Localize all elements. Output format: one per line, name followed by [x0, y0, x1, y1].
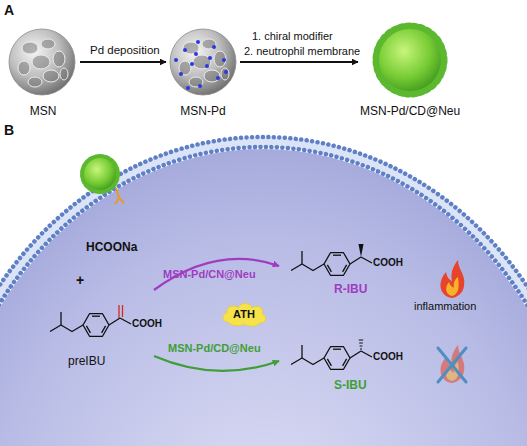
membrane-heads — [0, 147, 527, 446]
particle-name: MSN-Pd — [168, 104, 238, 118]
process-label: ATH — [220, 308, 268, 321]
docked-particle — [83, 157, 124, 204]
molecule-node: COOH preIBU — [28, 280, 164, 372]
reaction-arrow — [240, 61, 358, 63]
particle-node: MSN-Pd/CD@Neu — [360, 28, 460, 120]
pd-dots — [174, 40, 228, 90]
step-note: 2. neutrophil membrane — [244, 45, 360, 58]
reaction-arrow — [80, 61, 166, 63]
msn-sphere — [9, 29, 75, 95]
step-note: 1. chiral modifier — [252, 30, 333, 43]
reagent-name: HCOONa — [86, 240, 137, 254]
particle-node: MSN — [8, 28, 78, 120]
catalysis-cloud: ATH — [220, 300, 268, 328]
neutrophil-coated-sphere — [377, 27, 443, 93]
molecule-label: R-IBU — [334, 282, 367, 296]
atom-group: COOH — [373, 351, 403, 363]
atom-group: COOH — [132, 318, 162, 330]
arrow-label: MSN-Pd/CN@Neu — [163, 268, 256, 281]
effect-note: inflammation — [414, 300, 476, 313]
s-ibu-structure — [291, 340, 372, 369]
reaction-arrow — [154, 356, 279, 371]
plus-sign: + — [76, 272, 84, 289]
particle-name: MSN-Pd/CD@Neu — [360, 104, 460, 118]
molecule-node: COOH R-IBU — [282, 232, 422, 300]
particle-node: MSN-Pd — [168, 28, 238, 120]
preibu-structure — [50, 305, 131, 336]
atom-group: COOH — [373, 257, 403, 269]
molecule-label: preIBU — [68, 354, 105, 368]
reaction-arrow — [154, 259, 279, 290]
crossed-flame — [438, 345, 466, 383]
r-ibu-structure — [291, 244, 372, 275]
panel-letter: B — [4, 122, 14, 139]
membrane-heads — [0, 137, 527, 446]
msn-pd-sphere — [170, 29, 236, 95]
panel-letter: A — [4, 2, 14, 19]
cell — [0, 137, 527, 446]
arrow-label: Pd deposition — [90, 44, 160, 58]
molecule-node: COOH S-IBU — [282, 326, 422, 396]
molecule-label: S-IBU — [334, 378, 367, 392]
particle-name: MSN — [8, 104, 78, 118]
inflammation-flame — [440, 260, 464, 298]
membrane-tails — [0, 142, 527, 446]
arrow-label: MSN-Pd/CD@Neu — [168, 342, 261, 355]
